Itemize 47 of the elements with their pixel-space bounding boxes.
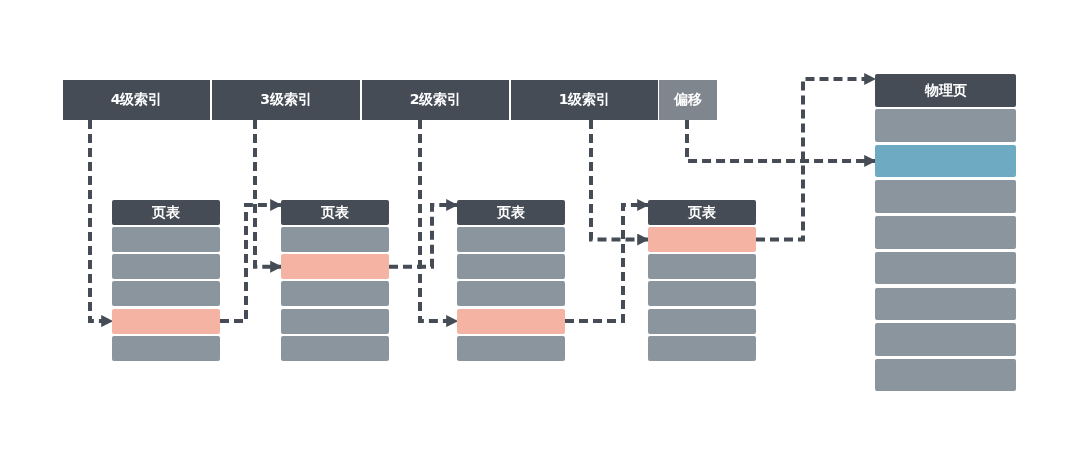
table-entry [875,216,1016,249]
table-header: 页表 [281,200,389,225]
table-entry [875,180,1016,213]
arrow [389,199,459,269]
arrow [589,120,650,246]
table-entry [875,251,1016,285]
table-entry [875,323,1016,356]
table-entry [112,227,220,252]
table-entry [457,254,565,280]
index-field: 2级索引 [362,80,509,120]
table-entry [112,254,220,280]
arrow [220,199,283,324]
highlighted-entry [281,254,389,280]
table-header: 页表 [457,200,565,225]
table-entry [875,109,1016,142]
table-entry [648,308,756,334]
arrow [565,199,650,324]
table-entry [457,227,565,252]
arrow [685,120,877,167]
table-entry [648,254,756,280]
highlighted-entry [875,144,1016,178]
table-entry [457,335,565,361]
arrow [756,73,877,242]
table-entry [281,335,389,361]
arrow [88,120,114,328]
index-field: 3级索引 [212,80,360,120]
arrow [253,120,283,273]
table-entry [457,281,565,307]
highlighted-entry [457,308,565,334]
index-field: 4级索引 [63,80,210,120]
table-entry [875,287,1016,320]
table-entry [648,281,756,307]
table-header: 页表 [112,200,220,225]
highlighted-entry [648,227,756,252]
table-entry [281,308,389,334]
table-entry [875,358,1016,392]
table-entry [112,281,220,307]
index-field: 1级索引 [511,80,658,120]
table-header: 物理页 [875,74,1016,107]
offset-field: 偏移 [659,80,717,120]
table-entry [281,281,389,307]
table-entry [112,335,220,361]
highlighted-entry [112,308,220,334]
arrow [418,120,459,328]
table-entry [281,227,389,252]
table-entry [648,335,756,361]
table-header: 页表 [648,200,756,225]
